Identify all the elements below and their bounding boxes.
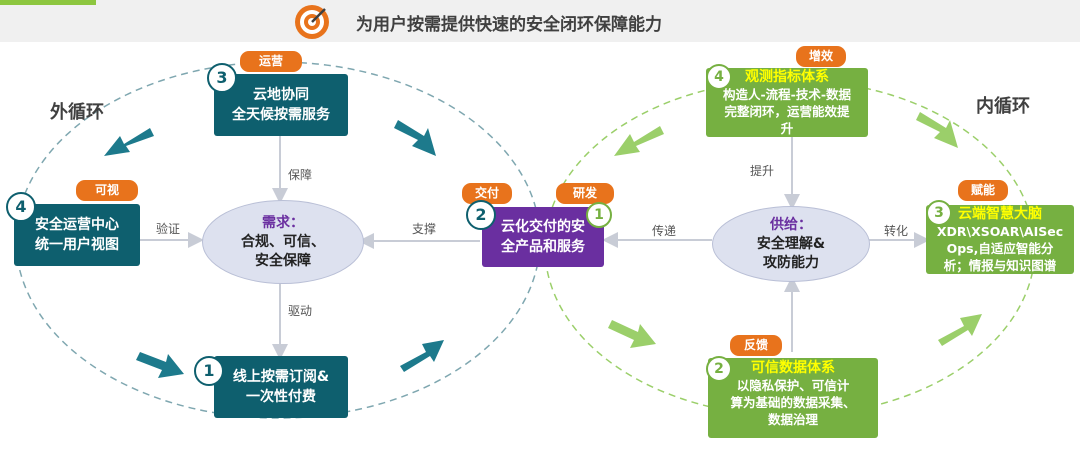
- edge-label-guarantee: 保障: [288, 168, 313, 182]
- node-metrics-line2: 完整闭环，运营能效提: [724, 104, 850, 119]
- node-cloud-delivery: 云化交付的安 全产品和服务: [482, 207, 604, 267]
- node-cloud-brain-line3: 析；情报与知识图谱: [943, 258, 1057, 273]
- node-subscription-line1: 线上按需订阅&: [232, 369, 330, 385]
- supply-title: 供给：: [770, 216, 812, 233]
- badge-3-inner: 3: [926, 200, 952, 226]
- supply-line2: 攻防能力: [763, 254, 819, 271]
- badge-4-outer: 4: [6, 192, 36, 222]
- tag-visual: 可视: [76, 180, 138, 201]
- tag-rnd: 研发: [556, 183, 614, 204]
- node-trusted-data-line3: 数据治理: [767, 412, 818, 427]
- badge-3-outer: 3: [207, 63, 237, 93]
- node-cloud-delivery-line2: 全产品和服务: [501, 239, 585, 255]
- tag-operation: 运营: [240, 51, 302, 72]
- inner-loop-label: 内循环: [976, 96, 1030, 117]
- supply-line1: 安全理解&: [756, 235, 826, 252]
- demand-ellipse: 需求： 合规、可信、 安全保障: [202, 200, 364, 284]
- edge-label-support: 支撑: [412, 222, 437, 236]
- node-metrics-line3: 升: [780, 121, 794, 136]
- node-soc-line2: 统一用户视图: [35, 237, 119, 253]
- node-cloud-brain-title: 云端智慧大脑: [958, 206, 1042, 222]
- node-metrics-line1: 构造人-流程-技术-数据: [722, 87, 852, 102]
- node-trusted-data-line2: 算为基础的数据采集、: [730, 395, 856, 410]
- node-cloud-delivery-line1: 云化交付的安: [501, 219, 585, 235]
- node-cloud-collab-line1: 云地协同: [253, 87, 309, 103]
- tag-feedback: 反馈: [730, 335, 782, 356]
- supply-ellipse: 供给： 安全理解& 攻防能力: [712, 206, 870, 282]
- node-trusted-data-title: 可信数据体系: [751, 360, 835, 376]
- edge-label-verify: 验证: [156, 222, 181, 236]
- node-soc-line1: 安全运营中心: [35, 217, 119, 233]
- tag-delivery: 交付: [462, 183, 512, 204]
- node-trusted-data: 可信数据体系 以隐私保护、可信计 算为基础的数据采集、 数据治理: [708, 358, 878, 438]
- node-cloud-brain-line2: Ops,自适应智能分: [946, 241, 1054, 256]
- node-metrics: 观测指标体系 构造人-流程-技术-数据 完整闭环，运营能效提 升: [706, 68, 868, 137]
- edge-label-raise: 提升: [750, 164, 775, 178]
- tag-empower: 赋能: [958, 180, 1008, 201]
- demand-line1: 合规、可信、: [241, 233, 325, 250]
- node-subscription-line2: 一次性付费: [246, 389, 316, 405]
- tag-efficiency: 增效: [796, 46, 846, 67]
- node-cloud-collab: 云地协同 全天候按需服务: [214, 74, 348, 136]
- header-bar: [0, 0, 1080, 42]
- demand-line2: 安全保障: [255, 252, 311, 269]
- badge-2-outer: 2: [466, 200, 496, 230]
- edge-label-drive: 驱动: [288, 304, 313, 318]
- node-soc: 安全运营中心 统一用户视图: [14, 204, 140, 266]
- node-metrics-title: 观测指标体系: [745, 69, 829, 85]
- node-trusted-data-line1: 以隐私保护、可信计: [736, 378, 850, 393]
- header-accent: [0, 0, 96, 5]
- badge-1-inner: 1: [586, 202, 612, 228]
- target-icon: [295, 5, 329, 39]
- node-cloud-brain-line1: XDR\XSOAR\AISec: [936, 224, 1064, 239]
- edge-label-transfer: 传递: [652, 224, 677, 238]
- outer-loop-label: 外循环: [50, 102, 104, 123]
- badge-2-inner: 2: [706, 356, 732, 382]
- node-cloud-collab-line2: 全天候按需服务: [232, 107, 330, 123]
- badge-4-inner: 4: [706, 64, 732, 90]
- node-subscription: 线上按需订阅& 一次性付费: [214, 356, 348, 418]
- badge-1-outer: 1: [194, 356, 224, 386]
- page-title: 为用户按需提供快速的安全闭环保障能力: [356, 15, 662, 35]
- demand-title: 需求：: [262, 214, 304, 231]
- edge-label-convert: 转化: [884, 224, 909, 238]
